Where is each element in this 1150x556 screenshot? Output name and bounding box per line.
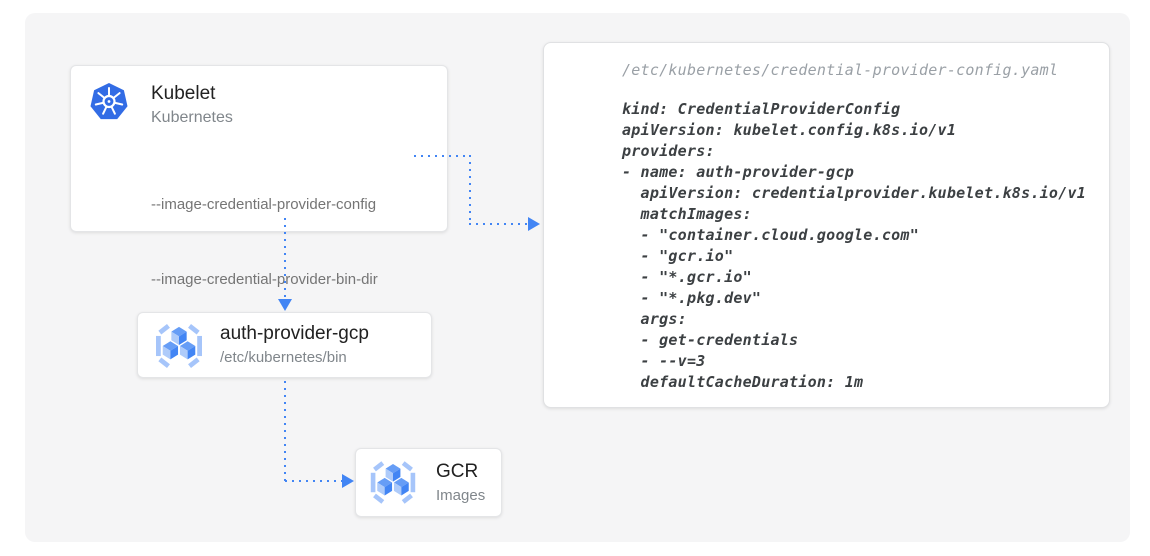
credential-provider-config-card: /etc/kubernetes/credential-provider-conf… xyxy=(543,42,1110,408)
arrow-kubelet-to-auth-provider xyxy=(284,218,286,300)
container-registry-icon xyxy=(153,323,205,369)
gcr-card: GCR Images xyxy=(355,448,502,517)
arrow-auth-provider-to-gcr-segment xyxy=(285,480,342,482)
arrow-auth-provider-to-gcr-segment xyxy=(284,381,286,481)
config-yaml-code: kind: CredentialProviderConfig apiVersio… xyxy=(622,100,1087,391)
arrowhead-into-gcr-card xyxy=(342,474,354,488)
arrowhead-into-auth-provider-card xyxy=(278,299,292,311)
container-registry-icon xyxy=(368,460,418,505)
auth-provider-title: auth-provider-gcp xyxy=(220,323,369,344)
arrow-config-flag-to-yaml-segment xyxy=(469,155,471,224)
kubelet-flag-bin-dir: --image-credential-provider-bin-dir xyxy=(151,271,378,288)
kubelet-subtitle: Kubernetes xyxy=(151,109,233,126)
kubelet-card: Kubelet Kubernetes --image-credential-pr… xyxy=(70,65,448,288)
config-file-path: /etc/kubernetes/credential-provider-conf… xyxy=(622,61,1059,79)
arrowhead-into-yaml-card xyxy=(528,217,540,231)
kubernetes-wheel-icon xyxy=(89,82,129,122)
auth-provider-path: /etc/kubernetes/bin xyxy=(220,349,347,366)
gcr-subtitle: Images xyxy=(436,487,486,504)
gcr-title: GCR xyxy=(436,461,479,482)
auth-provider-gcp-card: auth-provider-gcp /etc/kubernetes/bin xyxy=(137,312,432,378)
arrow-config-flag-to-yaml-segment xyxy=(469,223,527,225)
kubelet-title: Kubelet xyxy=(151,83,216,104)
kubelet-flag-config: --image-credential-provider-config xyxy=(151,196,377,213)
arrow-config-flag-to-yaml-segment xyxy=(414,155,470,157)
